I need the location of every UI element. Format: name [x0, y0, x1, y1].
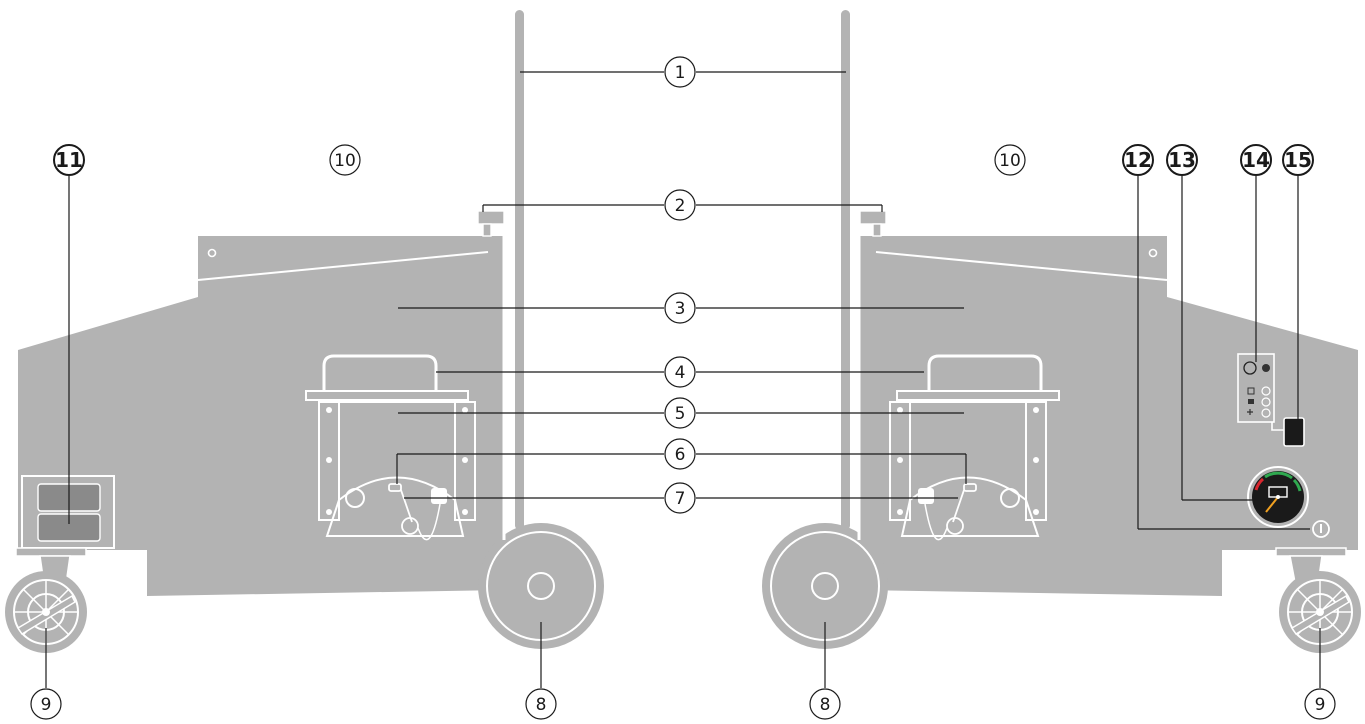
- callout-8: 8: [809, 688, 841, 720]
- callout-10: 10: [994, 144, 1026, 176]
- callout-15: 15: [1282, 144, 1314, 176]
- callout-label: 2: [675, 196, 686, 216]
- callout-label: 12: [1124, 148, 1152, 172]
- callout-2: 2: [664, 189, 696, 221]
- callout-label: 1: [675, 63, 686, 83]
- left-housing: [18, 236, 504, 596]
- callout-6: 6: [664, 438, 696, 470]
- callout-5: 5: [664, 397, 696, 429]
- callout-label: 14: [1242, 148, 1270, 172]
- battery-gauge-icon: [1247, 466, 1309, 528]
- callout-1: 1: [664, 56, 696, 88]
- callout-9: 9: [30, 688, 62, 720]
- callout-label: 8: [536, 695, 547, 715]
- right-handle-bar: [841, 10, 850, 530]
- callout-label: 3: [675, 299, 686, 319]
- callout-label: 15: [1284, 148, 1312, 172]
- callout-label: 6: [675, 445, 686, 465]
- callout-12: 12: [1122, 144, 1154, 176]
- left-unit: [5, 10, 604, 653]
- callout-label: 5: [675, 404, 686, 424]
- callout-label: 4: [675, 363, 686, 383]
- callout-7: 7: [664, 482, 696, 514]
- callout-8: 8: [525, 688, 557, 720]
- callout-3: 3: [664, 292, 696, 324]
- right-caster: [1275, 547, 1361, 653]
- power-switch-icon: [1312, 520, 1330, 538]
- callout-10: 10: [329, 144, 361, 176]
- callout-11: 11: [53, 144, 85, 176]
- callout-label: 8: [820, 695, 831, 715]
- callout-13: 13: [1166, 144, 1198, 176]
- left-caster: [5, 547, 87, 653]
- leader-lines: [45, 71, 1321, 688]
- callout-label: 7: [675, 489, 686, 509]
- callout-14: 14: [1240, 144, 1272, 176]
- callout-label: 13: [1168, 148, 1196, 172]
- callout-9: 9: [1304, 688, 1336, 720]
- left-battery: [305, 354, 476, 541]
- right-housing: [859, 236, 1358, 596]
- left-socket-panel: [21, 475, 115, 549]
- plug-icon: [1283, 417, 1305, 447]
- callout-label: 10: [334, 151, 356, 171]
- callout-label: 10: [999, 151, 1021, 171]
- indicator-panel-icon: [1237, 353, 1284, 431]
- callout-4: 4: [664, 356, 696, 388]
- callout-label: 9: [1315, 695, 1326, 715]
- left-handle-bar: [515, 10, 524, 530]
- right-unit: [762, 10, 1361, 653]
- callout-label: 11: [55, 148, 83, 172]
- callout-label: 9: [41, 695, 52, 715]
- right-battery: [889, 354, 1060, 541]
